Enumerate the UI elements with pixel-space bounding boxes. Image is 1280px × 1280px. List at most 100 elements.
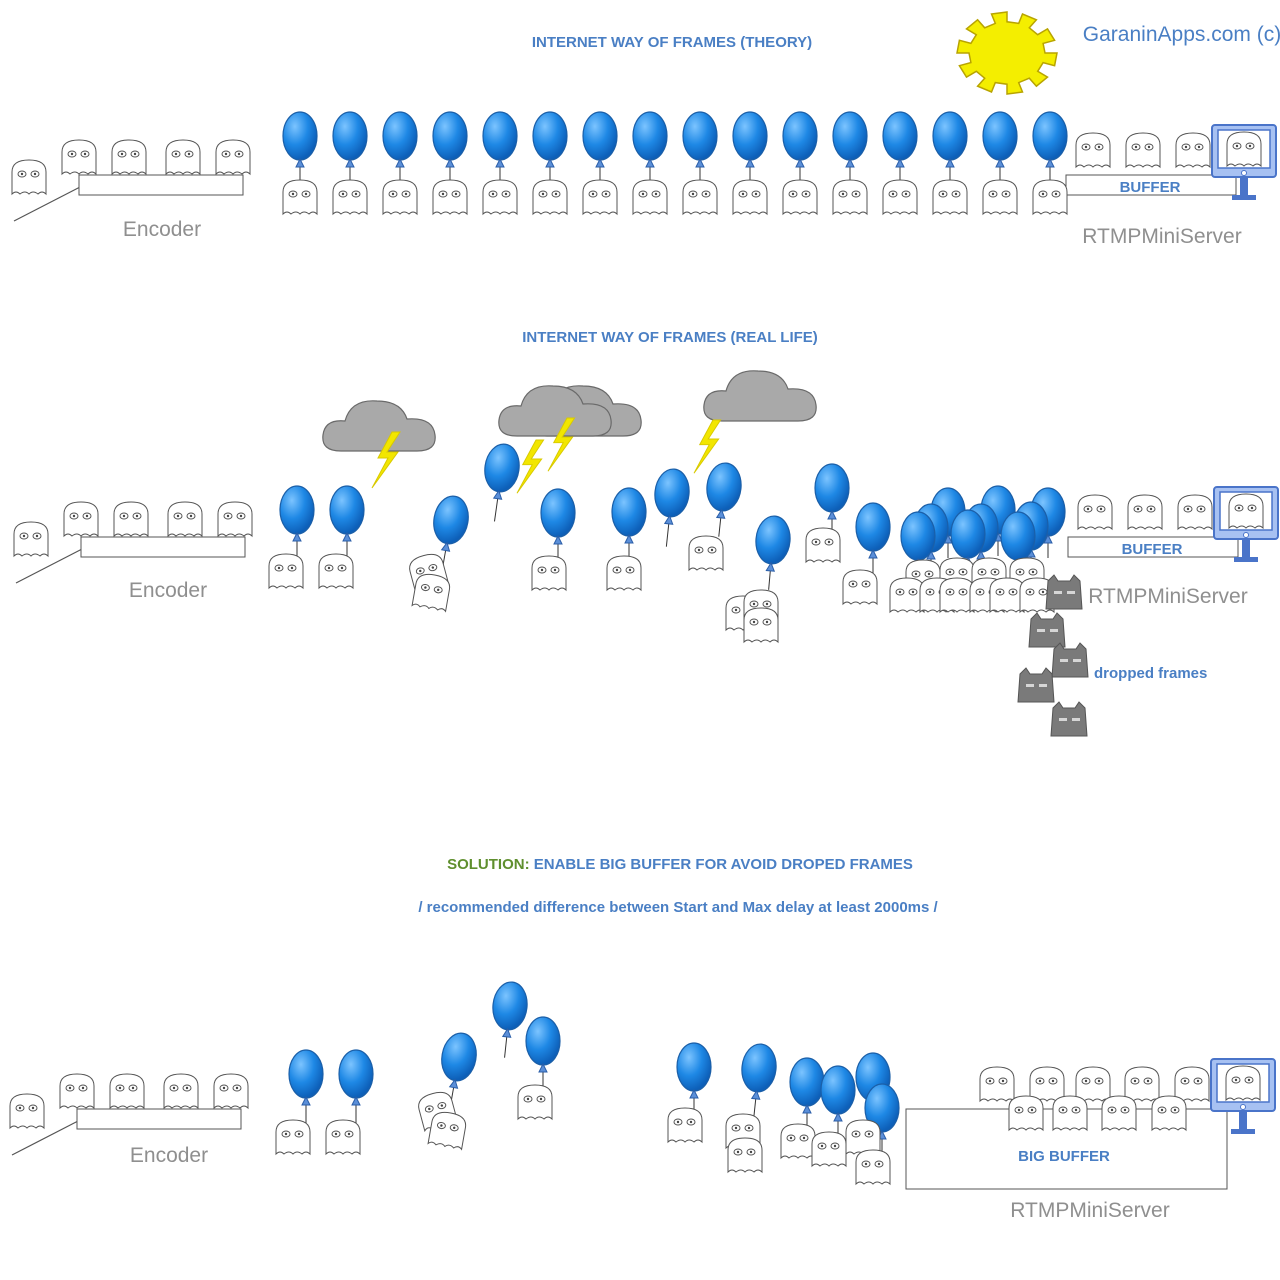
solution-section: Encoder BIG BUFFER RTMPMiniServer <box>9 981 1276 1222</box>
lightning-bolt-icon <box>371 431 401 489</box>
balloon-icon <box>932 111 968 182</box>
balloon-icon <box>864 1083 900 1154</box>
theory-frames <box>11 111 1277 216</box>
real-life-frames <box>13 443 1279 737</box>
real-life-section: Encoder BUFFER RTMPMiniServer dropped fr… <box>13 370 1279 737</box>
ghost-frame-icon <box>1225 1065 1261 1102</box>
ghost-frame-icon <box>632 179 668 216</box>
ghost-frame-icon <box>318 553 354 590</box>
server-label: RTMPMiniServer <box>1010 1199 1169 1222</box>
balloon-icon <box>632 111 668 182</box>
server-monitor-icon <box>1211 124 1277 200</box>
ghost-frame-icon <box>811 1131 847 1168</box>
ghost-frame-icon <box>61 139 97 176</box>
ghost-frame-icon <box>979 1066 1015 1103</box>
solution-prefix: SOLUTION: <box>447 856 530 873</box>
dropped-frame-icon <box>1045 574 1083 610</box>
ghost-frame-icon <box>382 179 418 216</box>
theory-title: INTERNET WAY OF FRAMES (THEORY) <box>532 34 812 51</box>
lightning-bolt-icon <box>693 419 722 474</box>
balloon-icon <box>676 1042 712 1115</box>
ghost-frame-icon <box>1127 494 1163 531</box>
ghost-frame-icon <box>882 179 918 216</box>
balloon-icon <box>654 468 690 547</box>
balloon-icon <box>832 111 868 182</box>
ghost-frame-icon <box>667 1107 703 1144</box>
solution-frames <box>9 981 1276 1186</box>
storm-cloud-icon <box>703 370 817 422</box>
balloon-icon <box>782 111 818 182</box>
ghost-frame-icon <box>411 573 451 613</box>
solution-title-text: ENABLE BIG BUFFER FOR AVOID DROPED FRAME… <box>530 856 913 873</box>
balloon-icon <box>433 495 469 574</box>
ghost-frame-icon <box>855 1149 891 1186</box>
ghost-frame-icon <box>275 1119 311 1156</box>
dropped-frames-label: dropped frames <box>1094 665 1207 682</box>
balloon-icon <box>789 1057 825 1130</box>
ghost-frame-icon <box>805 527 841 564</box>
ghost-frame-icon <box>582 179 618 216</box>
ghost-frame-icon <box>325 1119 361 1156</box>
ghost-frame-icon <box>782 179 818 216</box>
buffer-box <box>1067 536 1239 558</box>
ghost-frame-icon <box>842 569 878 606</box>
storm-cloud-icon <box>322 400 436 452</box>
dropped-frame-icon <box>1028 612 1066 648</box>
ghost-frame-icon <box>1075 1066 1111 1103</box>
ghost-frame-icon <box>606 555 642 592</box>
balloon-icon <box>582 111 618 182</box>
ghost-frame-icon <box>1151 1095 1187 1132</box>
ghost-frame-icon <box>1029 1066 1065 1103</box>
balloon-icon <box>329 485 365 558</box>
ghost-frame-icon <box>213 1073 249 1110</box>
ghost-frame-icon <box>215 139 251 176</box>
balloon-icon <box>814 463 850 534</box>
buffer-label: BUFFER <box>1120 179 1181 196</box>
ghost-frame-icon <box>165 139 201 176</box>
lightning-bolt-icon <box>547 417 576 472</box>
balloon-icon <box>332 111 368 182</box>
ghost-frame-icon <box>845 1119 881 1156</box>
ghost-frame-icon <box>1101 1095 1137 1132</box>
ghost-frame-icon <box>9 1093 45 1130</box>
balloon-icon <box>1032 111 1068 182</box>
ghost-frame-icon <box>1174 1066 1210 1103</box>
ghost-frame-icon <box>727 1137 763 1174</box>
balloon-icon <box>741 1043 777 1120</box>
ghost-frame-icon <box>1032 179 1068 216</box>
ghost-frame-icon <box>1008 1095 1044 1132</box>
ghost-frame-icon <box>989 577 1025 614</box>
dropped-frame-icon <box>1050 701 1088 737</box>
solution-title: SOLUTION: ENABLE BIG BUFFER FOR AVOID DR… <box>447 856 913 873</box>
ghost-frame-icon <box>268 553 304 590</box>
balloon-icon <box>706 462 742 537</box>
ghost-frame-icon <box>59 1073 95 1110</box>
ghost-frame-icon <box>217 501 253 538</box>
ghost-frame-icon <box>1226 131 1262 168</box>
server-monitor-icon <box>1213 486 1279 562</box>
ghost-frame-icon <box>939 577 975 614</box>
ghost-frame-icon <box>743 607 779 644</box>
balloon-icon <box>755 515 791 590</box>
balloon-icon <box>492 981 528 1058</box>
ghost-frame-icon <box>482 179 518 216</box>
ghost-frame-icon <box>1124 1066 1160 1103</box>
ghost-frame-icon <box>517 1084 553 1121</box>
balloon-icon <box>855 502 891 577</box>
encoder-box <box>78 174 244 196</box>
balloon-icon <box>484 443 520 522</box>
balloon-icon <box>282 111 318 182</box>
storm-clouds <box>322 370 817 494</box>
ghost-frame-icon <box>1075 132 1111 169</box>
ghost-frame-icon <box>1125 132 1161 169</box>
balloon-icon <box>982 111 1018 182</box>
big-buffer-label: BIG BUFFER <box>1018 1148 1110 1165</box>
ghost-frame-icon <box>531 555 567 592</box>
gear-sun-icon <box>956 11 1058 95</box>
theory-section: Encoder BUFFER RTMPMiniServer <box>11 111 1277 248</box>
ghost-frame-icon <box>1228 493 1264 530</box>
server-label: RTMPMiniServer <box>1082 225 1241 248</box>
server-monitor-icon <box>1210 1058 1276 1134</box>
